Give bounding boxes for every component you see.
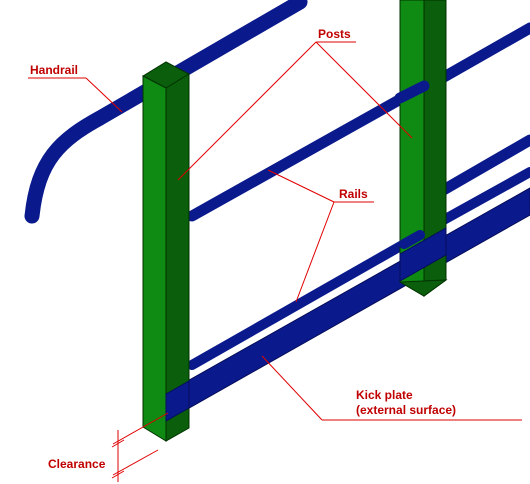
kick-plate-front-end [165, 380, 190, 422]
post-front [141, 61, 191, 442]
leader-lines [28, 41, 522, 482]
clearance-ext-bottom [112, 449, 159, 476]
posts-label: Posts [318, 27, 351, 41]
handrail-leader [85, 77, 123, 113]
rails-leader-lower [295, 201, 335, 303]
kick-plate-label: Kick plate [356, 388, 413, 402]
rail-middle [186, 80, 430, 222]
kick-plate-front-of-back-post [399, 227, 447, 282]
kick-plate-sublabel: (external surface) [356, 403, 456, 417]
post-back-bottom [398, 279, 448, 297]
rail-upper-back [424, 22, 530, 91]
rail-middle-front-of-back-post [394, 80, 430, 104]
rail-lower [187, 230, 425, 370]
post-front-face [142, 75, 167, 442]
clearance-ext-top [112, 412, 169, 445]
posts-leader-front [177, 41, 317, 181]
rail-lower-back [435, 167, 530, 227]
handrail-label: Handrail [30, 63, 78, 77]
clearance-tick-bottom [111, 470, 125, 479]
rail-lower-front-of-back-post [399, 230, 425, 249]
handrail [24, 0, 308, 224]
post-front-side [165, 73, 190, 442]
rails-group [24, 0, 530, 421]
kick-plate [167, 187, 530, 421]
rails-label: Rails [339, 187, 368, 201]
kick-plate-leader [261, 355, 323, 421]
clearance-label: Clearance [48, 457, 106, 471]
rail-middle-back [434, 134, 530, 198]
clearance-tick-top [111, 439, 125, 448]
post-back [398, 0, 448, 297]
posts-leader-back [315, 41, 413, 139]
rails-leader-middle [267, 169, 335, 203]
